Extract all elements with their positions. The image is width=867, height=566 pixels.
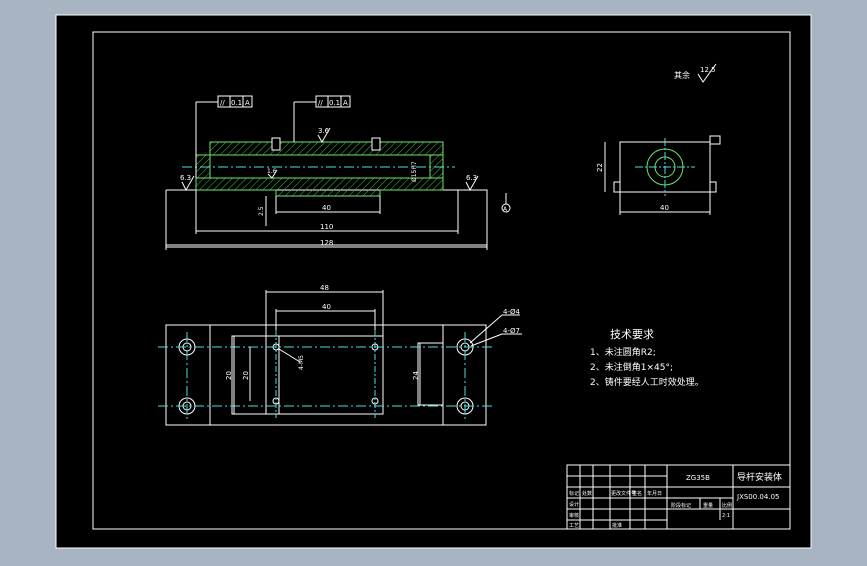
technical-requirements: 技术要求 1、未注圆角R2; 2、未注倒角1×45°; 2、铸件要经人工时效处理…	[590, 328, 704, 388]
thread-note-leader	[278, 348, 301, 363]
tol1-ref: A	[245, 99, 250, 107]
tb-count: 处数	[582, 490, 592, 497]
boss-upper-hatch	[209, 141, 444, 156]
roughness-right-value: 6.3	[466, 174, 477, 182]
hole-note-1: 4-Ø4	[503, 308, 520, 316]
side-view-tab-right	[709, 135, 721, 145]
top-view-outline	[165, 324, 487, 426]
tb-signature: 签名	[632, 490, 642, 497]
side-dim-22-text: 22	[596, 163, 604, 172]
top-view: 48 40 20 20 24 4-Ø4 4-Ø7 4-M5	[158, 284, 522, 426]
top-hole-right	[371, 137, 381, 151]
roughness-inner-value: 1.6	[267, 168, 277, 175]
tol2-value: 0.1	[329, 99, 340, 107]
roughness-rest-symbol	[697, 63, 717, 83]
hole-note-leader-1	[469, 314, 503, 344]
tolerance-frame-2	[315, 95, 351, 108]
tb-check: 审核	[569, 512, 579, 519]
title-block-outline	[566, 464, 791, 530]
dim-2-5-text: 2.5	[258, 206, 265, 216]
side-dim-40-text: 40	[660, 204, 669, 212]
roughness-right-symbol	[465, 175, 479, 192]
tb-weight: 重量	[703, 502, 713, 509]
top-view-boss	[265, 335, 384, 415]
tb-stage-mark: 阶段标记	[671, 502, 691, 509]
top-dim-20-inner-text: 20	[242, 371, 250, 380]
hole-note-2: 4-Ø7	[503, 327, 520, 335]
tech-req-item-3: 2、铸件要经人工时效处理。	[590, 376, 704, 388]
roughness-rest-label: 其余	[674, 70, 690, 80]
top-dim-40-text: 40	[322, 303, 331, 311]
roughness-left-value: 6.3	[180, 174, 191, 182]
tb-drawing-no: JXS00.04.05	[736, 493, 779, 501]
bore-label: Ø15H7	[411, 161, 418, 182]
top-dim-48-text: 48	[320, 284, 329, 292]
tech-req-title: 技术要求	[610, 328, 654, 341]
tb-date: 年月日	[647, 490, 662, 497]
thread-note: 4-M5	[298, 355, 305, 370]
top-dim-20-outer-text: 20	[225, 371, 233, 380]
tol1-value: 0.1	[231, 99, 242, 107]
side-view: 22 40	[596, 135, 721, 215]
tb-design: 设计	[569, 501, 579, 508]
tech-req-item-2: 2、未注倒角1×45°;	[590, 361, 673, 373]
dim-40-text: 40	[322, 204, 331, 212]
tb-material: ZG35B	[686, 474, 710, 482]
top-dim-24-text: 24	[412, 371, 420, 380]
top-view-right-pocket	[417, 342, 444, 406]
side-view-notch-right	[709, 181, 717, 193]
drawing-border	[92, 31, 791, 530]
tb-division: 更改文件号	[611, 490, 636, 497]
dim-128-text: 128	[320, 239, 333, 247]
tolerance-frame-1	[217, 95, 253, 108]
tol1-symbol: //	[220, 99, 225, 107]
tol2-symbol: //	[318, 99, 323, 107]
tb-approve: 批准	[612, 522, 622, 529]
roughness-inner-symbol	[267, 169, 278, 179]
tol2-ref: A	[343, 99, 348, 107]
datum-label: A	[503, 206, 508, 213]
tb-part-name: 导杆安装体	[737, 471, 782, 483]
tech-req-item-1: 1、未注圆角R2;	[590, 346, 656, 358]
tb-scale: 比例	[722, 502, 732, 509]
sheet-background	[55, 14, 812, 549]
title-block: ZG35B 导杆安装体 JXS00.04.05 阶段标记 重量 比例 2:1 标…	[566, 464, 791, 530]
top-hole-left	[271, 137, 281, 151]
tb-mark: 标记	[569, 490, 579, 497]
roughness-top-value: 3.6	[318, 127, 330, 135]
roughness-left-symbol	[181, 175, 195, 192]
top-view-pocket	[231, 335, 280, 415]
roughness-top-symbol	[317, 127, 331, 144]
roughness-rest: 其余 12.5	[674, 63, 717, 83]
tb-process: 工艺	[569, 523, 579, 529]
front-section-view: // 0.1 A // 0.1 A 3.6 6.3 6.3 1.6 Ø15H7 …	[165, 95, 511, 250]
hole-note-leader-2	[470, 333, 503, 347]
tb-scale-value: 2:1	[722, 513, 730, 519]
dim-110-text: 110	[320, 223, 333, 231]
datum-circle	[501, 203, 511, 213]
side-view-notch-left	[613, 181, 621, 193]
roughness-rest-value: 12.5	[700, 66, 716, 74]
